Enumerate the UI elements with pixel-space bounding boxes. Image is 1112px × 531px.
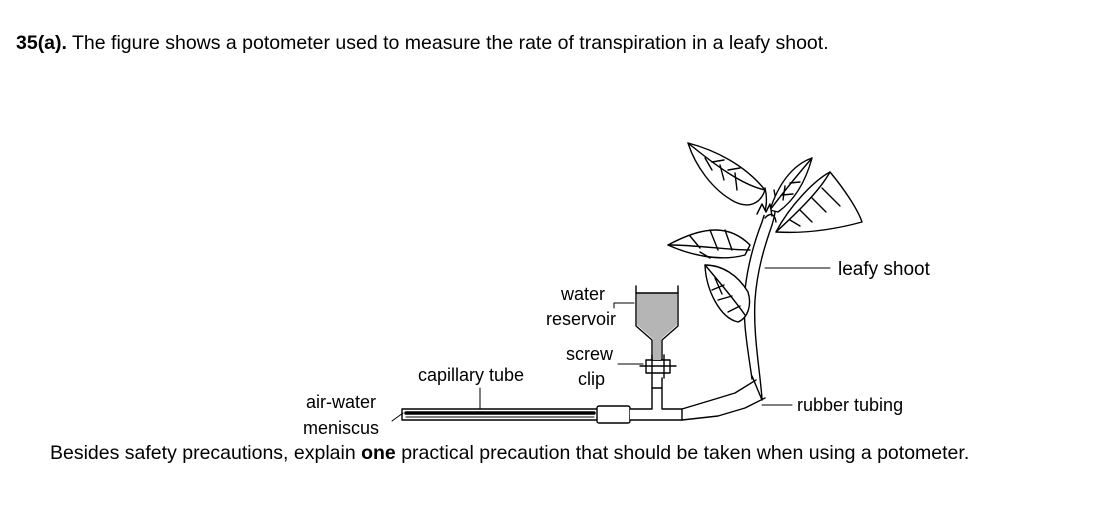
prompt-after: practical precaution that should be take… <box>395 442 970 464</box>
connector-sleeve <box>596 405 631 424</box>
t-junction-drawing <box>629 387 683 421</box>
label-reservoir: reservoir <box>546 309 616 329</box>
water-reservoir-drawing <box>635 285 679 389</box>
rubber-tubing-drawing <box>681 375 766 421</box>
question-prompt: Besides safety precautions, explain one … <box>50 441 1010 466</box>
leader-lines <box>391 267 831 422</box>
label-water: water <box>560 284 605 304</box>
label-capillary-tube: capillary tube <box>418 365 524 385</box>
question-number: 35(a). <box>16 32 67 54</box>
label-air-water: air-water <box>306 392 376 412</box>
capillary-tube-drawing <box>401 408 599 421</box>
label-meniscus: meniscus <box>303 418 379 438</box>
label-clip: clip <box>578 369 605 389</box>
leaves-drawing <box>667 142 863 323</box>
question-text: The figure shows a potometer used to mea… <box>66 32 829 54</box>
question-title: 35(a). The figure shows a potometer used… <box>16 31 829 55</box>
label-screw: screw <box>566 344 614 364</box>
prompt-emphasis: one <box>361 442 396 464</box>
label-rubber-tubing: rubber tubing <box>797 395 903 415</box>
screw-clip-drawing <box>639 354 677 379</box>
prompt-before: Besides safety precautions, explain <box>50 442 362 464</box>
label-leafy-shoot: leafy shoot <box>838 259 931 280</box>
